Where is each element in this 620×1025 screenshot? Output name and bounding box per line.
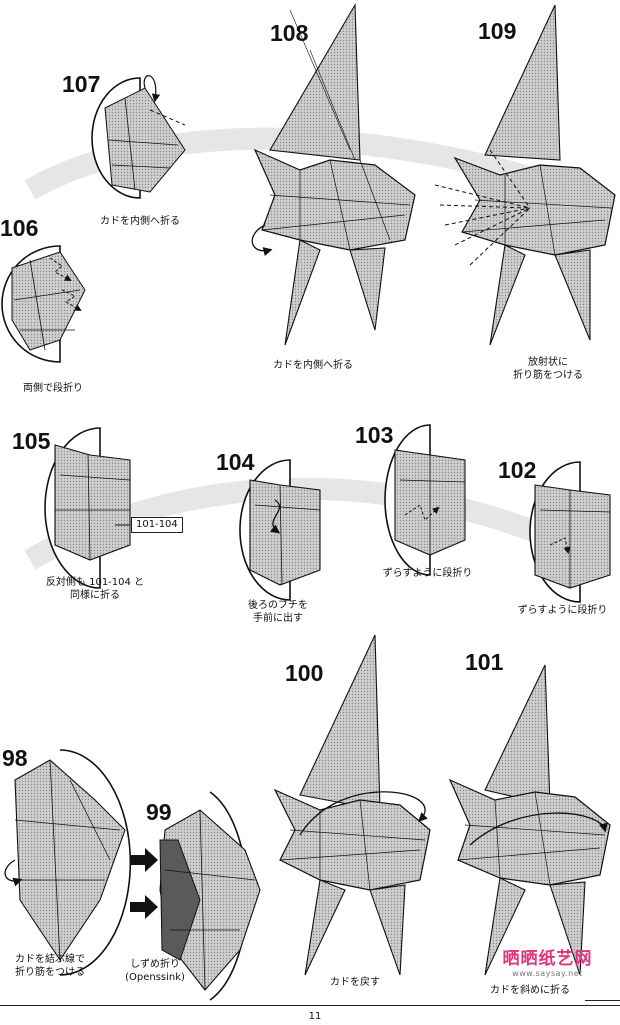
step-98-figure (4, 749, 132, 976)
step-101-caption: カドを斜めに折る (490, 985, 570, 996)
step-106-figure (1, 245, 86, 363)
step-102-figure (529, 461, 611, 603)
step-109-number: 109 (478, 18, 517, 44)
step-100-figure (273, 634, 431, 976)
step-107-caption: カドを内側へ折る (100, 216, 180, 227)
reference-box: 101-104 (131, 517, 183, 533)
step-107-figure (91, 75, 186, 199)
step-105-caption: 反対側も 101-104 と 同様に折る (45, 577, 145, 601)
footer-rule-right (585, 1000, 620, 1001)
page-number: 11 (308, 1011, 322, 1022)
step-103-number: 103 (355, 422, 394, 448)
footer-rule (0, 1005, 620, 1006)
step-105-figure (44, 427, 131, 589)
step-103-figure (384, 424, 466, 576)
watermark-url: www.saysay.net (512, 969, 583, 978)
step-98-number: 98 (2, 745, 28, 771)
step-99-figure (130, 791, 261, 1001)
step-106-caption: 両側で段折り (23, 383, 83, 394)
step-99-caption: しずめ折り (Openssink) (125, 959, 185, 983)
step-108-figure (251, 3, 416, 346)
step-109-figure (434, 4, 616, 346)
step-103-caption: ずらすように段折り (382, 568, 473, 579)
watermark: 晒晒纸艺网 www.saysay.net (480, 944, 615, 978)
watermark-text: 晒晒纸艺网 (502, 949, 593, 969)
step-109-caption: 放射状に 折り筋をつける (513, 357, 583, 381)
step-104-number: 104 (216, 449, 255, 475)
step-106-number: 106 (0, 215, 39, 241)
step-108-number: 108 (270, 20, 309, 46)
step-108-caption: カドを内側へ折る (273, 360, 353, 371)
step-100-number: 100 (285, 660, 324, 686)
step-100-caption: カドを戻す (330, 977, 380, 988)
step-99-number: 99 (146, 799, 172, 825)
step-101-number: 101 (465, 649, 504, 675)
step-102-number: 102 (498, 457, 537, 483)
step-107-number: 107 (62, 71, 101, 97)
step-104-figure (239, 459, 321, 601)
step-98-caption: カドを結ぶ線で 折り筋をつける (15, 954, 85, 978)
step-102-caption: ずらすように段折り (517, 605, 608, 616)
step-101-figure (448, 664, 611, 976)
step-104-caption: 後ろのフチを 手前に出す (248, 600, 308, 624)
step-105-number: 105 (12, 428, 51, 454)
